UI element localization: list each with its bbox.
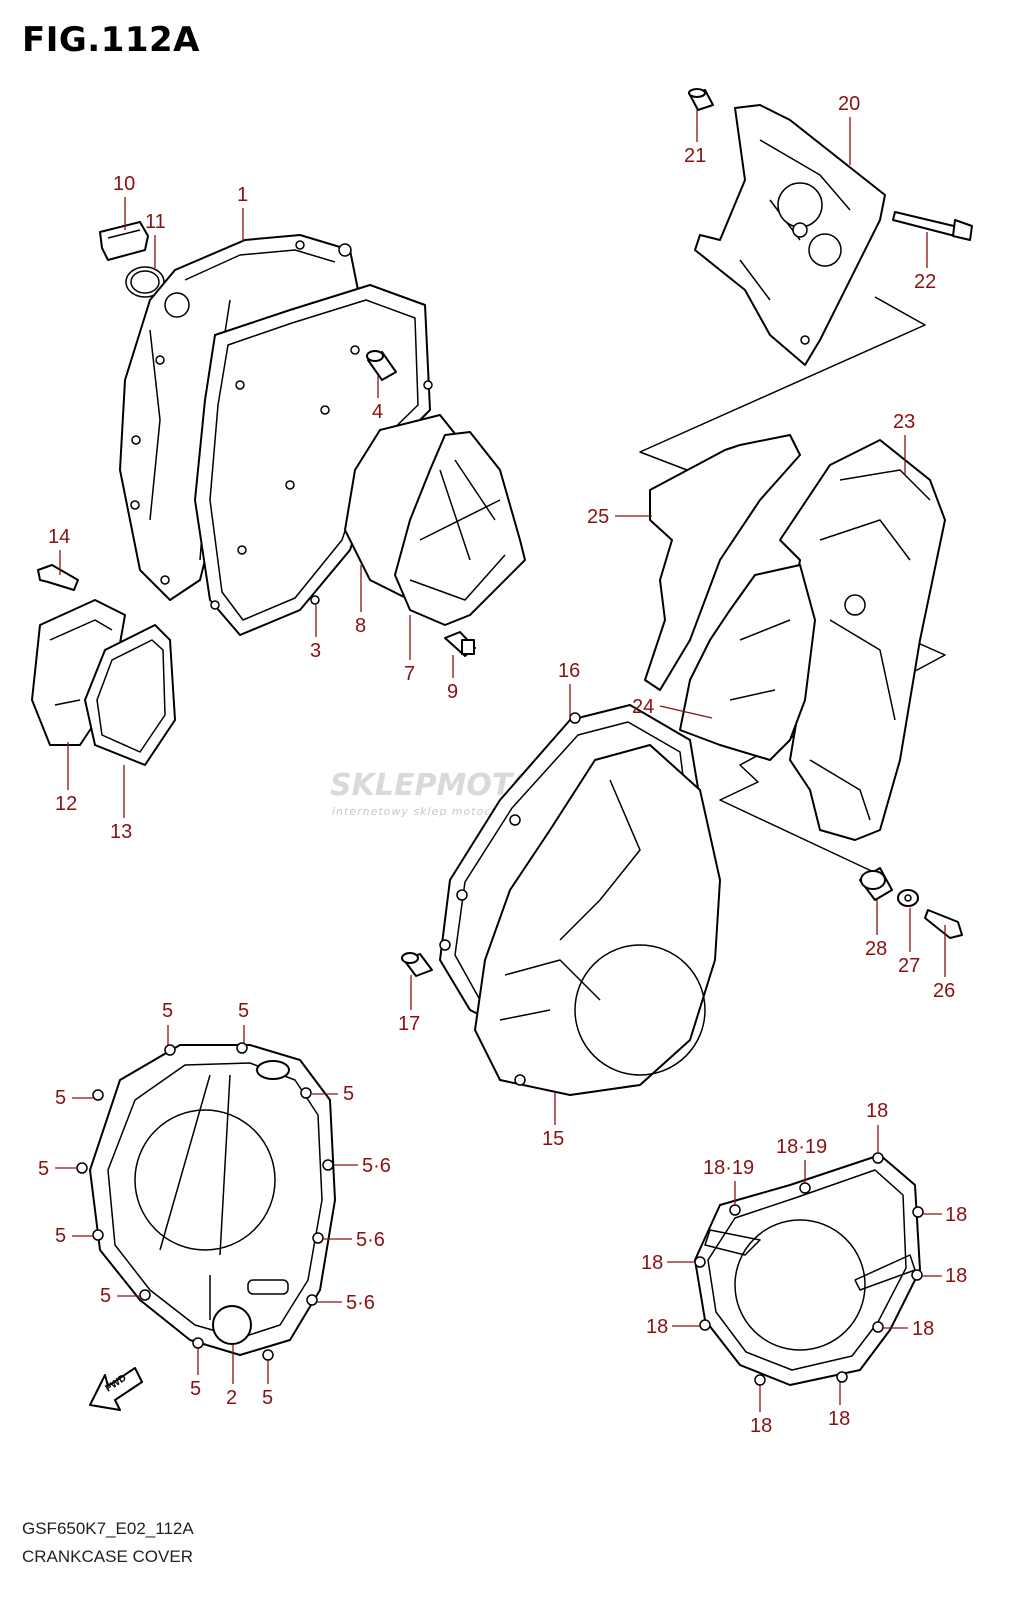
callout-22: 22 (914, 271, 936, 293)
callout-1: 1 (237, 184, 248, 206)
callout-20: 20 (838, 93, 860, 115)
callout-24: 24 (632, 696, 654, 718)
clutch-cover-gasket (194, 284, 433, 636)
callout-17: 17 (398, 1013, 420, 1035)
mounting-bracket (694, 104, 886, 366)
callout-16: 16 (558, 660, 580, 682)
callout-4: 4 (372, 401, 383, 423)
callout-18-19-upper: 18·19 (776, 1136, 827, 1158)
generator-outer-cover (694, 1152, 924, 1386)
plate-bolt (37, 564, 79, 591)
outer-clutch-cover (76, 1042, 336, 1361)
cover-screw (924, 909, 963, 939)
callout-9: 9 (447, 681, 458, 703)
callout-10: 10 (113, 173, 135, 195)
cover-grommet (859, 867, 893, 901)
bracket-collar (688, 88, 714, 111)
diagram-caption: CRANKCASE COVER (22, 1547, 193, 1566)
callout-5-bottom-right: 5 (262, 1387, 273, 1409)
bracket-bolt (892, 211, 973, 241)
cover-bolt (444, 631, 476, 657)
callout-18-left-2: 18 (646, 1316, 668, 1338)
small-side-gasket (84, 624, 176, 766)
callout-5-bottom-left: 5 (190, 1378, 201, 1400)
callout-5-left-1: 5 (55, 1087, 66, 1109)
callouts: 1 10 11 4 3 8 7 9 14 12 13 20 21 22 23 2… (38, 93, 967, 1437)
callout-18-bottom-right: 18 (828, 1408, 850, 1430)
callout-2: 2 (226, 1387, 237, 1409)
callout-27: 27 (898, 955, 920, 977)
watermark-tagline: internetowy sklep motocyklowy (332, 805, 536, 818)
callout-5-6-right-4: 5·6 (346, 1292, 375, 1314)
callout-5-left-2: 5 (38, 1158, 49, 1180)
dowel-pin (366, 350, 397, 381)
callout-13: 13 (110, 821, 132, 843)
generator-cover (474, 744, 721, 1096)
callout-5-left-3: 5 (55, 1225, 66, 1247)
callout-7: 7 (404, 663, 415, 685)
callout-5-top-left: 5 (162, 1000, 173, 1022)
inner-cover-plate (394, 431, 526, 626)
callout-21: 21 (684, 145, 706, 167)
cover-washer (897, 889, 919, 907)
callout-18-left-1: 18 (641, 1252, 663, 1274)
callout-18-right-1: 18 (945, 1204, 967, 1226)
callout-11: 11 (145, 211, 166, 233)
figure-title: FIG.112A (22, 20, 200, 60)
callout-5-left-4: 5 (100, 1285, 111, 1307)
callout-14: 14 (48, 526, 70, 548)
callout-5-top-right: 5 (238, 1000, 249, 1022)
callout-25: 25 (587, 506, 609, 528)
callout-28: 28 (865, 938, 887, 960)
diagram-code: GSF650K7_E02_112A (22, 1519, 194, 1538)
callout-5-right-1: 5 (343, 1083, 354, 1105)
generator-dowel (401, 952, 433, 977)
sprocket-cover-upper (644, 434, 801, 691)
callout-12: 12 (55, 793, 77, 815)
callout-8: 8 (355, 615, 366, 637)
callout-18-top: 18 (866, 1100, 888, 1122)
sprocket-cover-lower (679, 564, 816, 761)
forward-direction-arrow: FWD (89, 1367, 143, 1411)
callout-18-19-left: 18·19 (703, 1157, 754, 1179)
inner-cover-seal (344, 414, 461, 601)
callout-5-6-right-2: 5·6 (362, 1155, 391, 1177)
callout-18-bottom-left: 18 (750, 1415, 772, 1437)
callout-18-right-3: 18 (912, 1318, 934, 1340)
callout-5-6-right-3: 5·6 (356, 1229, 385, 1251)
callout-18-right-2: 18 (945, 1265, 967, 1287)
callout-23: 23 (893, 411, 915, 433)
callout-15: 15 (542, 1128, 564, 1150)
callout-3: 3 (310, 640, 321, 662)
oil-filler-cap (99, 221, 149, 261)
callout-26: 26 (933, 980, 955, 1002)
